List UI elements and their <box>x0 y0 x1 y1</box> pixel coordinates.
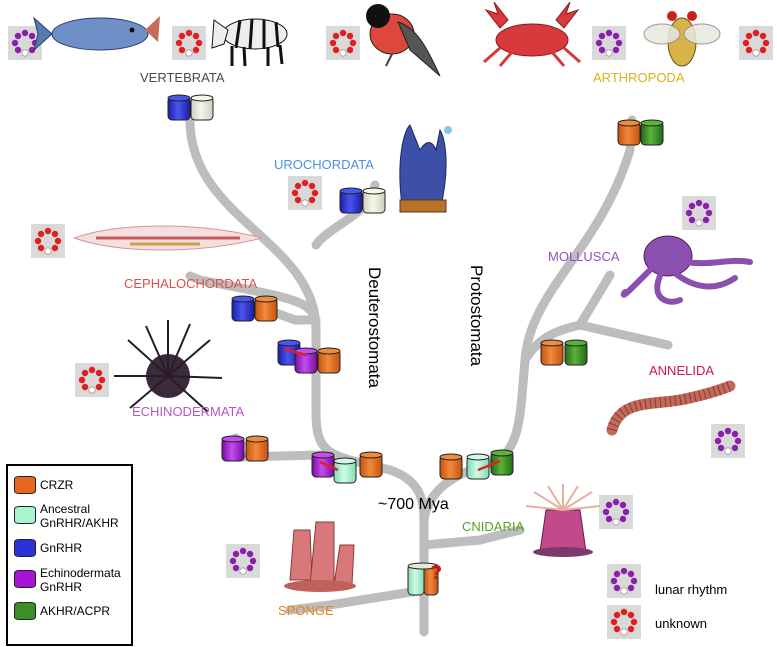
octopus-image <box>620 235 753 305</box>
sea-urchin-image <box>114 320 223 413</box>
label-echinodermata: ECHINODERMATA <box>132 404 245 419</box>
lancelet-image <box>72 225 263 251</box>
bird-image <box>366 4 441 77</box>
label-cnidaria: CNIDARIA <box>462 519 525 534</box>
zebra-image <box>211 18 288 67</box>
label-sponge: SPONGE <box>278 603 334 618</box>
receptor-cylinders <box>167 94 664 596</box>
legend-swatch <box>14 539 36 557</box>
legend-swatch <box>14 476 36 494</box>
legend-swatch <box>14 570 36 588</box>
key-lunar-rhythm: lunar rhythm <box>655 582 728 597</box>
fish-image <box>33 16 160 52</box>
fly-image <box>643 11 721 67</box>
legend-label: Ancestral GnRHR/AKHR <box>40 502 119 530</box>
label-vertebrata: VERTEBRATA <box>140 70 225 85</box>
label-protostomata: Protostomata <box>467 265 486 367</box>
sea-anemone-image <box>525 484 601 557</box>
rhythm-key-icons <box>606 563 642 599</box>
legend: CRZR Ancestral GnRHR/AKHR GnRHR Echinode… <box>6 464 133 646</box>
label-cephalochordata: CEPHALOCHORDATA <box>124 276 258 291</box>
sea-squirt-image <box>399 124 452 213</box>
label-urochordata: UROCHORDATA <box>274 157 374 172</box>
label-annelida: ANNELIDA <box>649 363 715 378</box>
legend-label: GnRHR <box>40 541 83 555</box>
legend-swatch <box>14 506 36 524</box>
worm-image <box>606 380 736 436</box>
label-mollusca: MOLLUSCA <box>548 249 620 264</box>
crab-image <box>483 1 581 67</box>
sponge-image <box>284 521 356 592</box>
label-arthropoda: ARTHROPODA <box>593 70 685 85</box>
label-deuterostomata: Deuterostomata <box>365 267 384 388</box>
time-label: ~700 Mya <box>378 496 449 513</box>
root-unknown-mark: ? <box>430 562 443 584</box>
key-unknown: unknown <box>655 616 708 631</box>
legend-label: Echinodermata GnRHR <box>40 566 121 594</box>
legend-swatch <box>14 602 36 620</box>
legend-label: CRZR <box>40 478 74 492</box>
legend-label: AKHR/ACPR <box>40 604 111 618</box>
